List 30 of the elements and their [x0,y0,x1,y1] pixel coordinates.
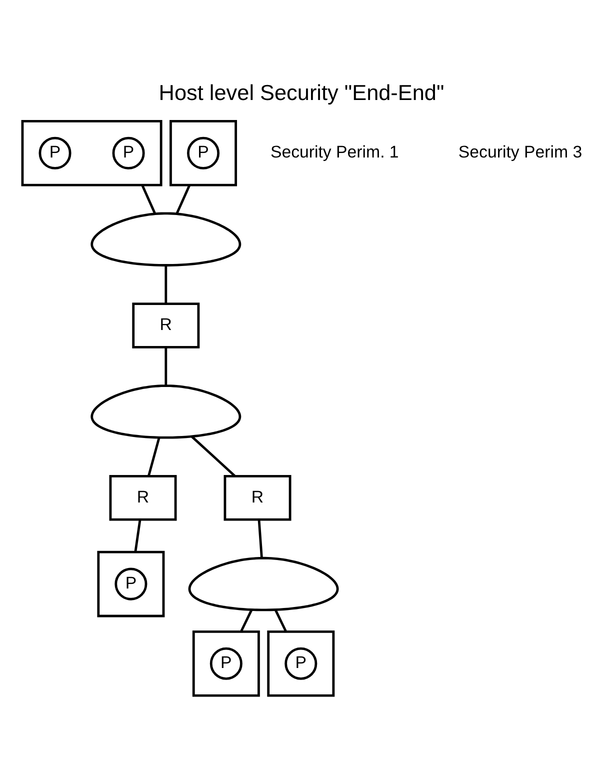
connector [141,184,156,214]
connector [191,435,236,476]
cluster [97,550,165,617]
connector [258,519,263,558]
diagram-title: Host level Security "End-End" [158,80,444,104]
label: Security Perim. 1 [270,142,399,162]
node-circle: P [114,567,148,600]
connector [164,346,168,386]
node-box: R [224,474,292,520]
node-cloud [188,556,339,611]
cluster [21,120,162,186]
connector [176,184,191,214]
connector [134,519,142,552]
node-cloud [90,212,242,266]
node-circle: P [187,136,220,169]
connector [148,436,160,476]
label: Security Perim 3 [458,142,582,162]
cluster [170,120,238,186]
cluster [267,630,335,696]
cluster [192,630,260,696]
node-circle: P [38,136,72,169]
node-box: R [132,302,200,348]
node-circle: P [112,136,145,169]
node-circle: P [210,646,242,680]
connector [274,609,288,632]
connector [240,609,253,632]
node-box: R [109,474,177,520]
connector [164,265,168,304]
node-circle: P [284,646,318,680]
node-cloud [90,384,242,438]
